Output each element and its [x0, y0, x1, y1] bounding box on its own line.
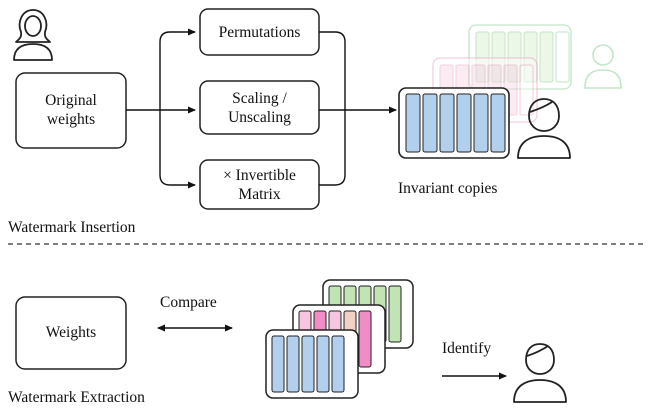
scaling-box	[199, 80, 320, 135]
identify-label: Identify	[442, 340, 492, 357]
watermark-insertion-label: Watermark Insertion	[8, 219, 136, 236]
fan-out-arrows	[126, 28, 196, 189]
watermark-extraction-label: Watermark Extraction	[8, 389, 145, 406]
compare-label: Compare	[160, 294, 217, 311]
original-weights-line1: Original	[45, 92, 97, 109]
scaling-line2: Unscaling	[228, 109, 291, 126]
invertible-matrix-line2: Matrix	[238, 186, 281, 203]
fan-in-arrows	[319, 31, 397, 186]
person-icon-recipient	[517, 98, 571, 159]
person-icon-ghost	[584, 44, 622, 89]
invertible-matrix-label: × Invertible Matrix	[200, 166, 319, 204]
scaling-line1: Scaling /	[232, 90, 287, 107]
permutations-label: Permutations	[218, 24, 301, 41]
scaling-label: Scaling / Unscaling	[200, 89, 319, 127]
invariant-copies-label: Invariant copies	[398, 180, 498, 197]
ghost-copy-green	[468, 24, 572, 90]
person-icon-identified	[513, 343, 567, 403]
invariant-copy-main	[398, 87, 510, 159]
candidate-model-blue	[265, 329, 359, 399]
weights-label: Weights	[45, 324, 97, 341]
weights-box	[15, 296, 127, 370]
invertible-matrix-line1: × Invertible	[223, 167, 296, 184]
person-icon-owner	[13, 9, 53, 61]
original-weights-label: Original weights	[16, 91, 126, 129]
original-weights-line2: weights	[46, 111, 96, 128]
